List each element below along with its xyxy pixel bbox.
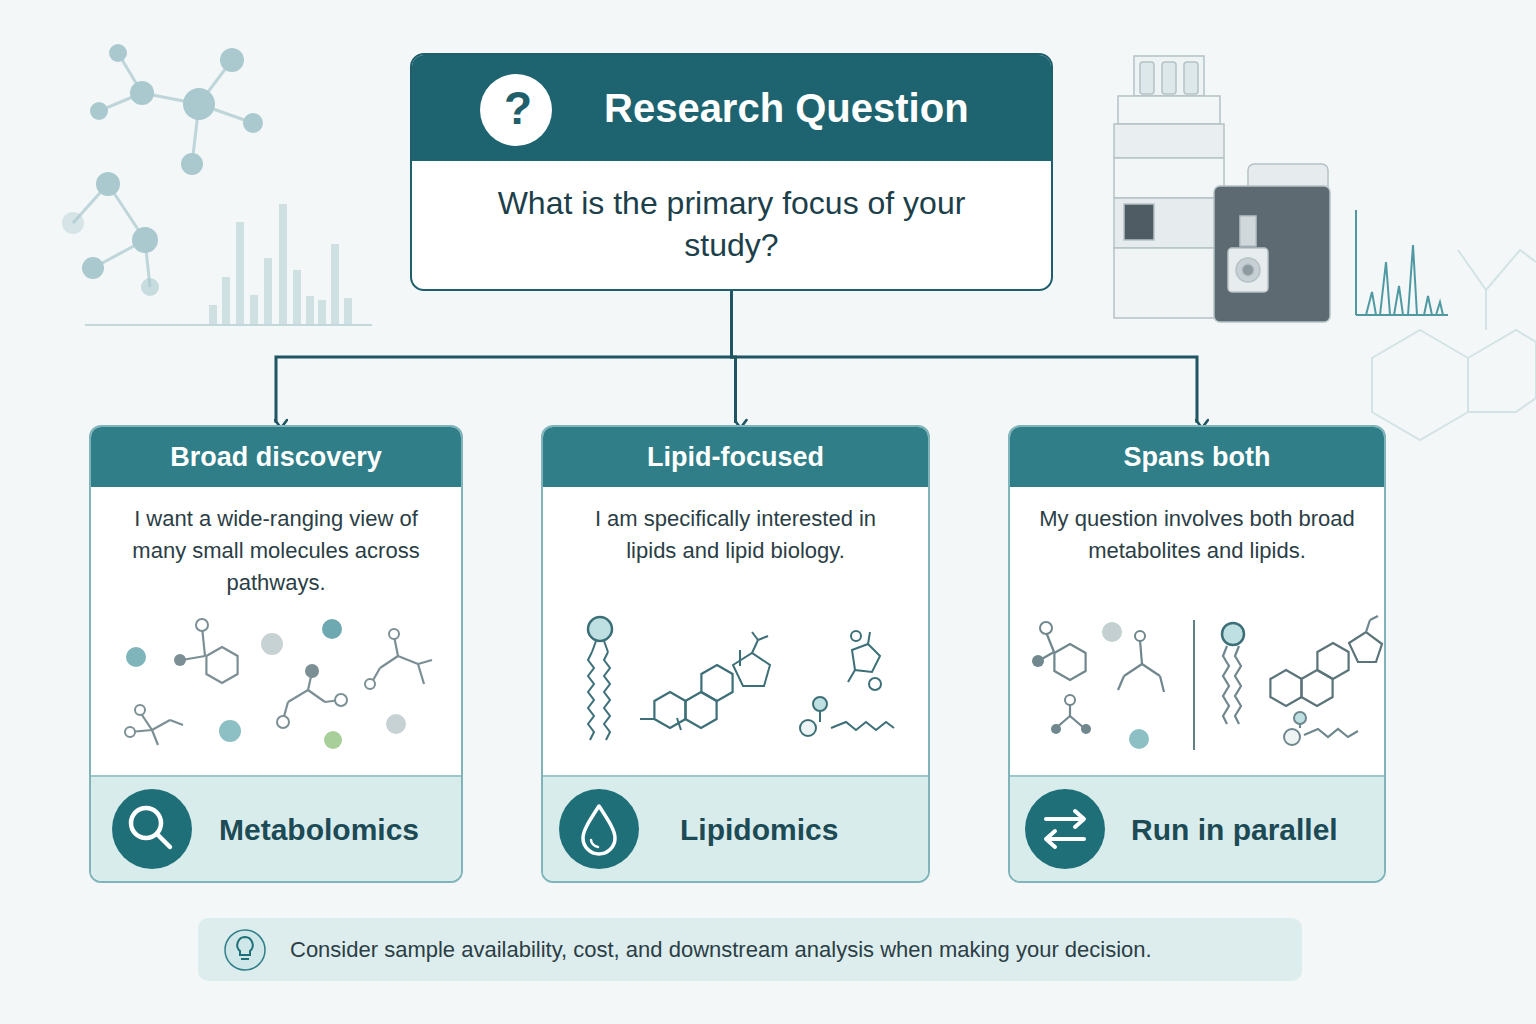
question-text: What is the primary focus of your study? (497, 183, 967, 266)
question-title: Research Question (604, 55, 969, 161)
method-label: Run in parallel (1131, 777, 1338, 883)
card-description: My question involves both broad metaboli… (1038, 503, 1356, 567)
card-title: Broad discovery (170, 442, 382, 473)
method-label: Metabolomics (219, 777, 419, 883)
question-body: What is the primary focus of your study? (412, 161, 1051, 289)
card-description: I want a wide-ranging view of many small… (119, 503, 433, 599)
card-title: Lipid-focused (647, 442, 824, 473)
question-mark: ? (482, 72, 554, 144)
flow-arrow (276, 291, 732, 423)
card-header: Spans both (1010, 427, 1384, 487)
tip-band: Consider sample availability, cost, and … (198, 918, 1302, 981)
question-box: Research QuestionWhat is the primary foc… (410, 53, 1053, 291)
tip-text: Consider sample availability, cost, and … (290, 918, 1152, 981)
card-description: I am specifically interested in lipids a… (571, 503, 900, 567)
card-header: Lipid-focused (543, 427, 928, 487)
flow-arrow (732, 291, 1198, 423)
card-title: Spans both (1124, 442, 1271, 473)
card-header: Broad discovery (91, 427, 461, 487)
method-label: Lipidomics (680, 777, 838, 883)
